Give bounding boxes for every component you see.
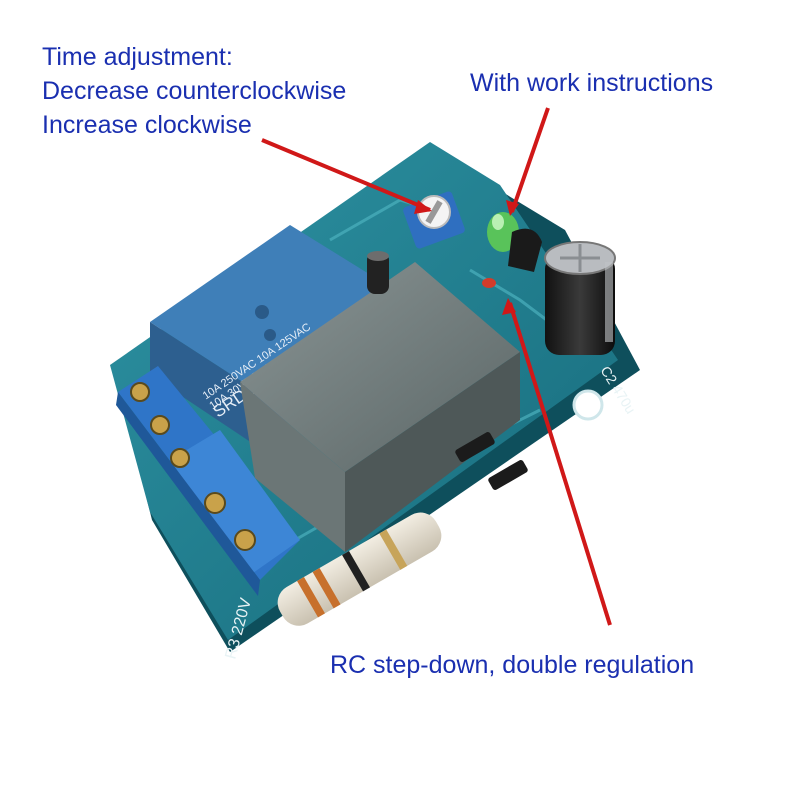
arrow-rc-stepdown (508, 302, 612, 626)
mounting-hole (572, 389, 604, 421)
power-resistor (277, 512, 442, 626)
time-adjustment-title: Time adjustment: (42, 43, 233, 71)
time-adjustment-line2: Increase clockwise (42, 111, 252, 139)
relay-gray-front (345, 352, 520, 552)
diodes (455, 432, 528, 490)
terminal-screws (130, 382, 256, 551)
relay-dot (255, 305, 269, 319)
transistor (508, 228, 542, 272)
annotation-arrows (261, 107, 612, 626)
time-adjustment-annotation: Time adjustment: Decrease counterclockwi… (42, 40, 346, 142)
relay-gray-side (240, 382, 345, 552)
red-diode (482, 278, 496, 288)
rc-stepdown-annotation: RC step-down, double regulation (330, 651, 695, 679)
relay-blue-side (150, 322, 255, 445)
relay-dot-2 (264, 329, 276, 341)
electrolytic-capacitor (544, 241, 616, 355)
work-instructions-annotation: With work instructions (470, 69, 714, 97)
relay-blue-top (150, 225, 395, 390)
arrow-time-adjustment (261, 138, 431, 212)
relay-gray-top (240, 262, 520, 472)
arrow-work-instructions (510, 107, 550, 213)
small-capacitor (367, 251, 389, 294)
time-adjustment-line1: Decrease counterclockwise (42, 77, 347, 105)
